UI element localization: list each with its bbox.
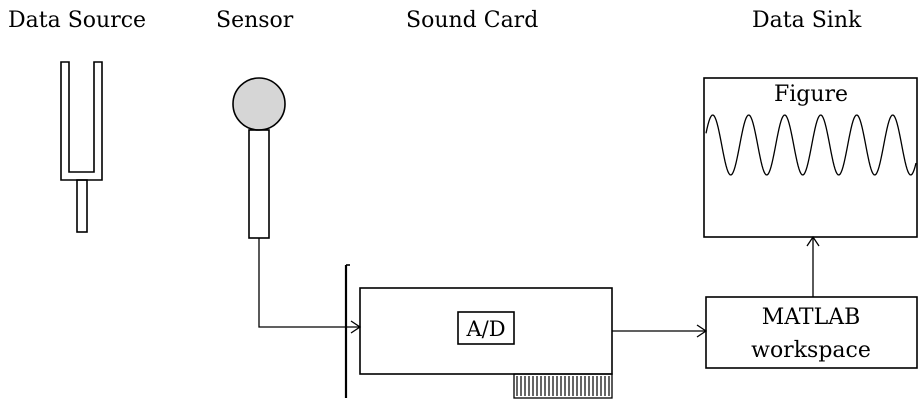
figure-window: Figure: [703, 77, 918, 238]
edge-connector-pins: [516, 376, 610, 396]
workspace-label-line1: MATLAB: [762, 305, 861, 330]
waveform-plot: [705, 114, 917, 176]
header-data-source: Data Source: [8, 8, 146, 33]
header-sound-card: Sound Card: [406, 8, 538, 33]
card-to-workspace-arrow: [612, 324, 708, 338]
figure-title: Figure: [774, 82, 848, 107]
header-data-sink: Data Sink: [752, 8, 862, 33]
workspace-to-figure-arrow: [806, 235, 820, 297]
matlab-workspace-box: MATLAB workspace: [705, 296, 918, 369]
ad-converter-label: A/D: [465, 317, 505, 341]
tuning-fork-icon: [60, 61, 103, 233]
microphone-icon: [232, 77, 286, 239]
sensor-to-card-arrow: [258, 238, 362, 334]
header-sensor: Sensor: [216, 8, 294, 33]
ad-converter-box: A/D: [457, 311, 515, 345]
workspace-label-line2: workspace: [751, 338, 871, 363]
